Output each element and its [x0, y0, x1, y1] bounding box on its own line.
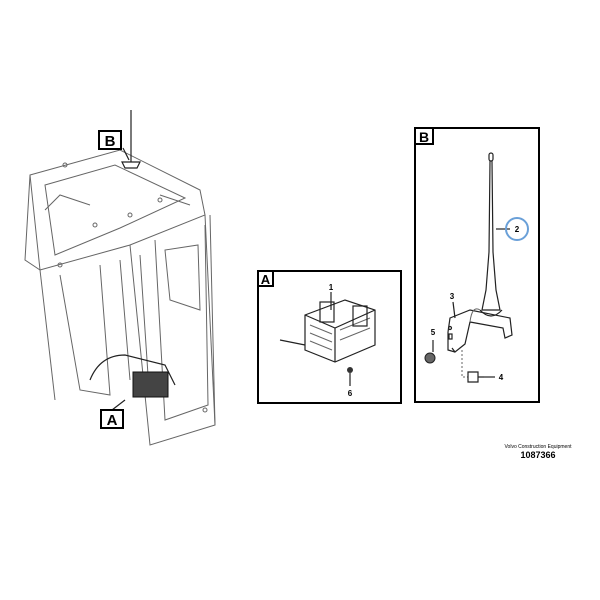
callout-a-overview[interactable]: A [100, 409, 124, 429]
part-number-4[interactable]: 4 [499, 373, 504, 382]
brand-text: Volvo Construction Equipment [504, 444, 572, 450]
antenna-drawing [424, 152, 513, 383]
radio-unit-drawing [304, 299, 376, 373]
detail-a-title: A [261, 272, 271, 287]
part-number-5[interactable]: 5 [431, 328, 436, 337]
part-number-6[interactable]: 6 [348, 389, 353, 398]
callout-a-label: A [107, 412, 118, 429]
callout-b-overview[interactable]: B [98, 130, 122, 150]
highlight-circle [505, 217, 529, 241]
detail-b-title: B [419, 129, 429, 145]
part-number-1[interactable]: 1 [329, 283, 334, 292]
detail-b-panel: B 2 3 5 4 [414, 127, 540, 403]
part-number-2[interactable]: 2 [515, 225, 520, 234]
part-number-3[interactable]: 3 [450, 292, 455, 301]
cab-overview [24, 110, 216, 446]
detail-a-panel: A 1 6 [257, 270, 402, 404]
drawing-number: 1087366 [520, 450, 556, 460]
footer-block: Volvo Construction Equipment 1087366 [498, 444, 578, 461]
callout-b-label: B [105, 133, 116, 150]
